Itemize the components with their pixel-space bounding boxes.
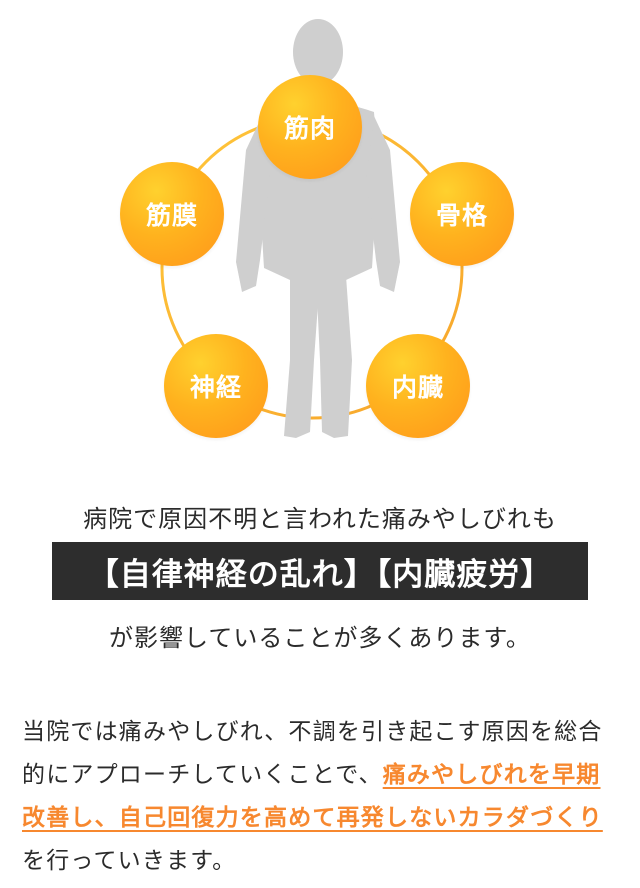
node-fascia-label: 筋膜 [145, 201, 198, 230]
node-nerve-label: 神経 [189, 373, 242, 402]
description-part-1: 当院では痛みやしびれ、不調を引き起こす原因を総合的にアプローチしていくことで、 [22, 719, 603, 788]
node-organ: 内臓 [366, 334, 470, 438]
highlight-box: 【自律神経の乱れ】【内臓疲労】 [52, 542, 588, 600]
node-skeleton: 骨格 [410, 162, 514, 266]
highlight-text: 【自律神経の乱れ】【内臓疲労】 [87, 556, 553, 593]
node-muscle: 筋肉 [258, 75, 362, 179]
node-fascia: 筋膜 [120, 162, 224, 266]
node-nerve: 神経 [164, 334, 268, 438]
node-organ-label: 内臓 [391, 373, 444, 402]
diagram-graphic [160, 19, 464, 438]
lead-line-1: 病院で原因不明と言われた痛みやしびれも [83, 505, 557, 533]
node-muscle-label: 筋肉 [283, 114, 336, 143]
description-emphasis: 痛みやしびれを早期改善し、自己回復力を高めて再発しないカラダづくり [22, 762, 603, 831]
description-paragraph: 当院では痛みやしびれ、不調を引き起こす原因を総合的にアプローチしていくことで、痛… [22, 711, 622, 883]
node-skeleton-label: 骨格 [435, 201, 488, 230]
lead-line-3: が影響していることが多くあります。 [109, 624, 531, 652]
body-factors-diagram: 筋肉 筋膜 骨格 神経 内臓 [120, 19, 514, 438]
description-part-2: を行っていきます。 [22, 848, 237, 874]
